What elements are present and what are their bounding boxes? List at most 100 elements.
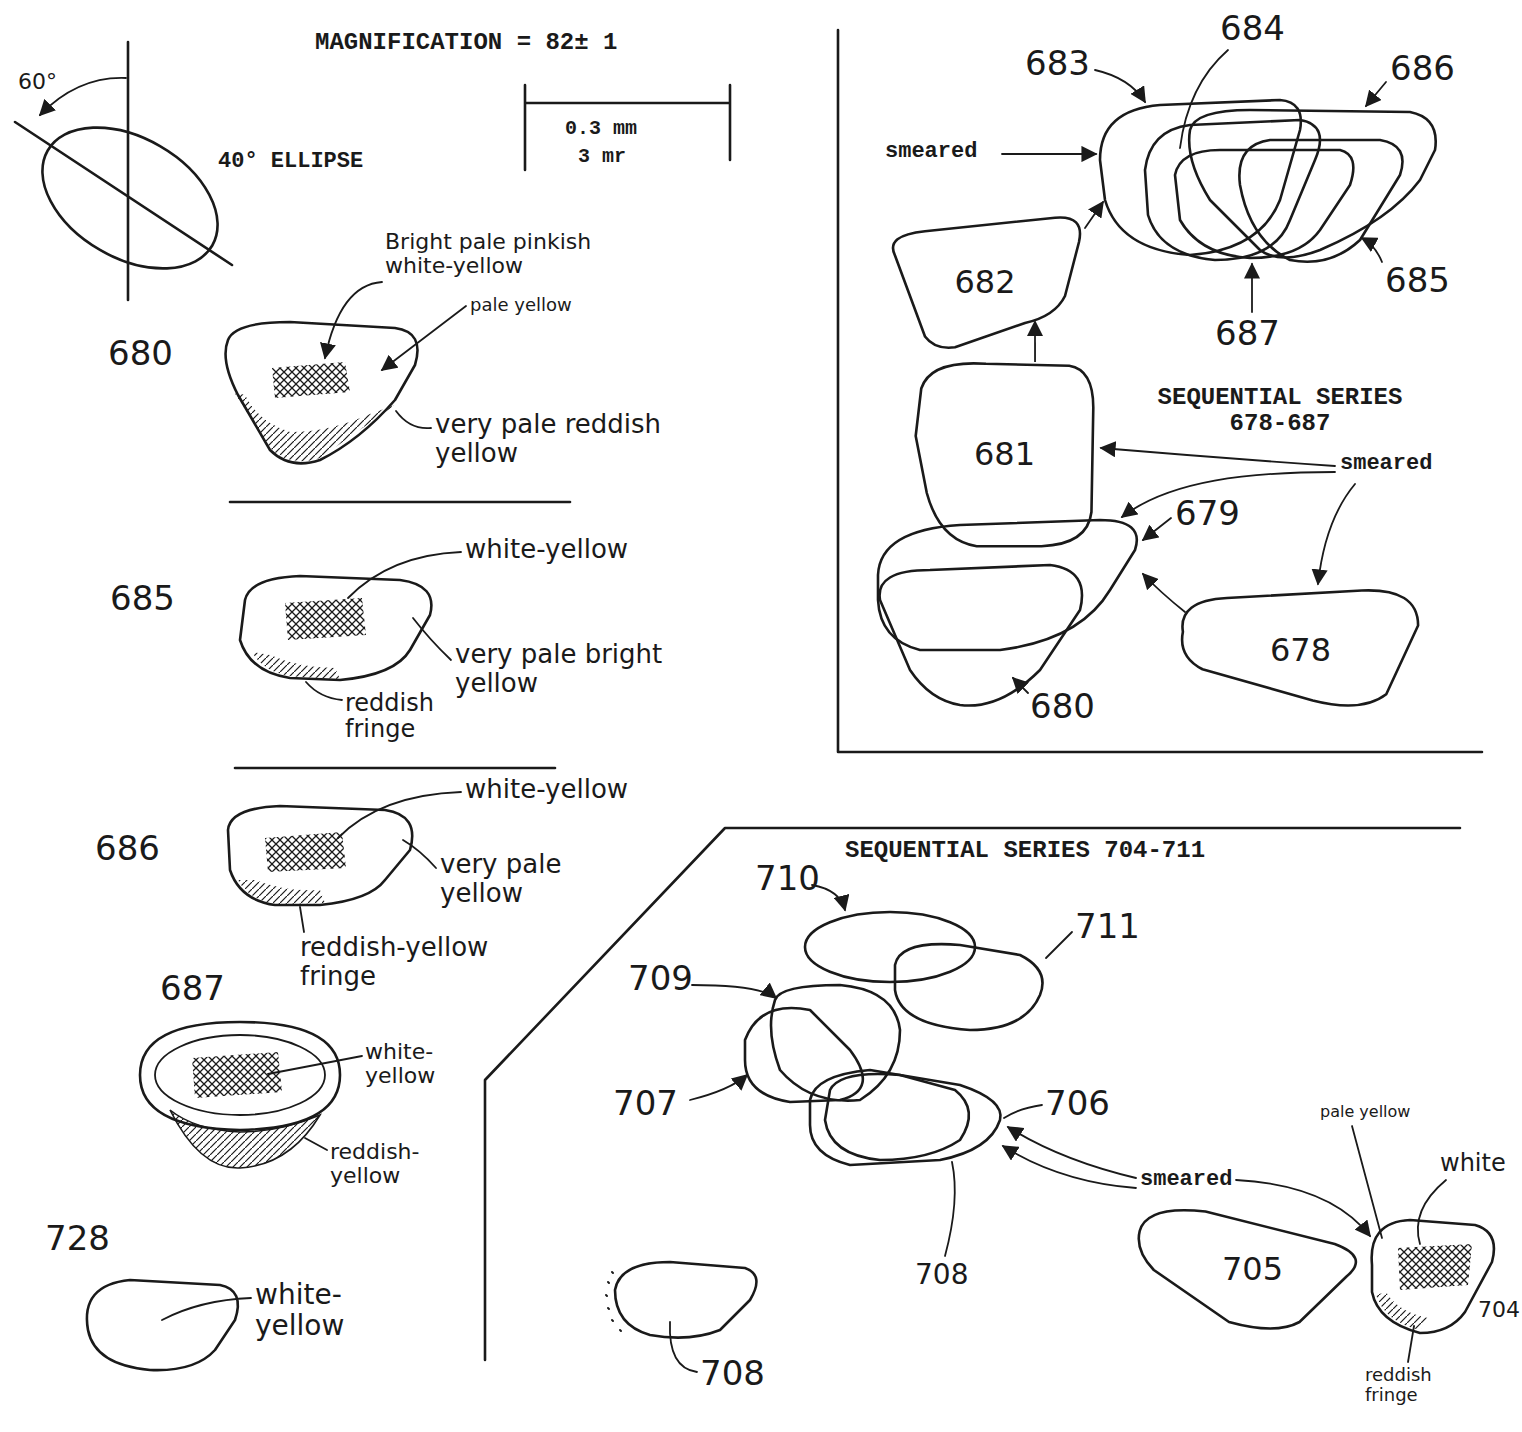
scale-bar [525, 85, 730, 170]
colour-note: white [1440, 1150, 1506, 1176]
ink-stroke [1189, 110, 1436, 258]
scale-label: 3 mr [578, 146, 626, 168]
ink-stroke [745, 1008, 863, 1102]
ink-stroke [305, 1138, 327, 1150]
smear-note: smeared [1140, 1168, 1232, 1192]
frame-number: 678 [1270, 633, 1331, 668]
frame-number: 711 [1075, 908, 1140, 945]
colour-note: white-yellow [465, 535, 628, 564]
ink-stroke [268, 1056, 362, 1074]
ink-stroke [272, 362, 350, 398]
magnification-note: MAGNIFICATION = 82± 1 [315, 30, 617, 56]
particle-687 [140, 1022, 362, 1168]
series-title: SEQUENTIAL SERIES 704-711 [845, 838, 1205, 864]
smear-note: smeared [1340, 452, 1432, 476]
particle-outline-path [1139, 1210, 1356, 1328]
ink-stroke [1239, 140, 1402, 262]
colour-note: pale yellow [470, 295, 572, 315]
colour-note: white-yellow [465, 775, 628, 804]
series-title: SEQUENTIAL SERIES 678-687 [1130, 385, 1430, 438]
ink-stroke [403, 840, 436, 868]
ink-stroke [825, 1074, 969, 1160]
ink-stroke [805, 912, 975, 982]
particle-686 [228, 792, 461, 932]
ink-stroke [1143, 518, 1171, 540]
ink-stroke [306, 682, 342, 700]
frame-number: 686 [1390, 50, 1455, 87]
ink-stroke [162, 1298, 251, 1320]
smear-note: smeared [885, 140, 977, 164]
ink-stroke [155, 1035, 325, 1115]
ink-stroke [1013, 678, 1028, 693]
ink-stroke [240, 576, 431, 680]
ink-stroke [1318, 484, 1355, 584]
frame-number: 708 [915, 1260, 968, 1291]
ink-stroke [265, 832, 346, 872]
ink-stroke [606, 1272, 621, 1331]
colour-note: reddish-yellow fringe [300, 933, 540, 990]
ink-stroke [230, 501, 570, 504]
colour-note: reddish-yellow [330, 1140, 450, 1188]
colour-note: reddish fringe [1365, 1365, 1465, 1405]
frame-number: 684 [1220, 10, 1285, 47]
ink-stroke [670, 1322, 697, 1372]
ink-stroke [382, 306, 466, 370]
ink-stroke [1366, 82, 1386, 106]
ink-stroke [348, 552, 461, 598]
particle-outline-path [916, 363, 1094, 546]
ink-stroke [878, 520, 1137, 650]
frame-number: 686 [95, 830, 160, 867]
ink-stroke [1143, 574, 1185, 612]
ink-stroke [1362, 238, 1382, 262]
ink-stroke [1398, 1244, 1472, 1290]
ink-stroke [945, 1162, 955, 1256]
ink-stroke [413, 618, 451, 660]
ink-stroke [1095, 70, 1145, 102]
particle-680 [226, 282, 570, 502]
ink-stroke [1003, 1146, 1136, 1188]
particle-outline-box: 682 [885, 215, 1085, 350]
ink-stroke [238, 880, 325, 904]
ink-stroke [880, 565, 1082, 706]
ellipse-label: 40° ELLIPSE [218, 150, 363, 174]
frame-number: 728 [45, 1220, 110, 1257]
frame-number: 682 [954, 265, 1015, 300]
sequence-arrow [1034, 322, 1036, 362]
ink-stroke [228, 806, 412, 905]
ink-stroke [1101, 448, 1335, 466]
frame-number: 706 [1045, 1085, 1110, 1122]
ink-stroke [1046, 932, 1072, 958]
frame-number: 704 [1478, 1298, 1520, 1322]
ink-stroke [1008, 1127, 1136, 1178]
particle-outline-path [893, 217, 1080, 347]
colour-note: very pale reddish yellow [435, 410, 715, 467]
ink-stroke [1418, 1180, 1446, 1244]
frame-number: 679 [1175, 495, 1240, 532]
ink-stroke [234, 392, 395, 461]
colour-note: very pale yellow [440, 850, 590, 907]
particle-728 [87, 1280, 251, 1370]
frame-number: 685 [1385, 262, 1450, 299]
ink-stroke [1236, 1180, 1370, 1236]
frame-number: 680 [1030, 688, 1095, 725]
frame-number: 710 [755, 860, 820, 897]
ink-stroke [235, 767, 555, 770]
scale-label: 0.3 mm [565, 118, 637, 140]
frame-number: 709 [628, 960, 693, 997]
ink-stroke [192, 1052, 282, 1098]
frame-number: 708 [700, 1355, 765, 1392]
ink-stroke [895, 944, 1043, 1030]
ink-stroke [692, 985, 776, 998]
frame-number: 680 [108, 335, 173, 372]
particle-outline-path [1182, 590, 1418, 705]
particle-outline-box: 705 [1135, 1205, 1370, 1335]
ink-stroke [140, 1022, 340, 1130]
ink-stroke [615, 1262, 756, 1338]
ink-stroke [325, 282, 382, 358]
frame-number: 681 [974, 437, 1035, 472]
ink-stroke [300, 907, 304, 932]
ink-stroke [87, 1280, 238, 1370]
ink-stroke [1408, 1326, 1414, 1362]
